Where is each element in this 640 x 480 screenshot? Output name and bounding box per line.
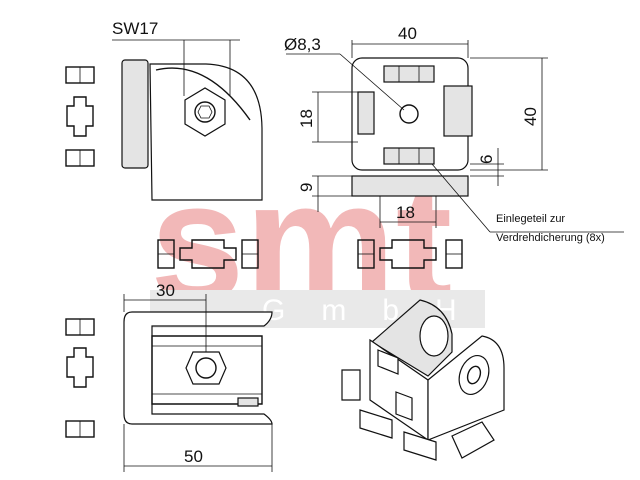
dim-bore: Ø8,3 [284,35,321,54]
profile-icons-row [157,239,463,269]
dim-sw: SW17 [112,19,158,38]
dim-height-left: 18 [297,109,316,128]
dim-front-top: 30 [156,281,175,300]
isometric-view [341,299,505,461]
annotation-line2: Verdrehdicherung (8x) [496,232,605,244]
profile-icons-top [65,66,95,167]
plan-view [123,311,273,425]
annotation-line1: Einlegeteil zur [496,213,565,225]
dimension-lines [112,39,624,472]
front-view-top [351,57,473,197]
dim-bottom-mid: 18 [396,203,415,222]
dim-left-low: 9 [297,183,316,192]
dim-front-bottom: 50 [184,447,203,466]
side-view-top [121,59,263,201]
dim-width-top: 40 [398,24,417,43]
watermark-sub: GmbH [262,294,493,327]
profile-icons-bottom [65,318,95,438]
dim-height-right: 40 [521,107,540,126]
dim-small-right: 6 [477,155,496,164]
